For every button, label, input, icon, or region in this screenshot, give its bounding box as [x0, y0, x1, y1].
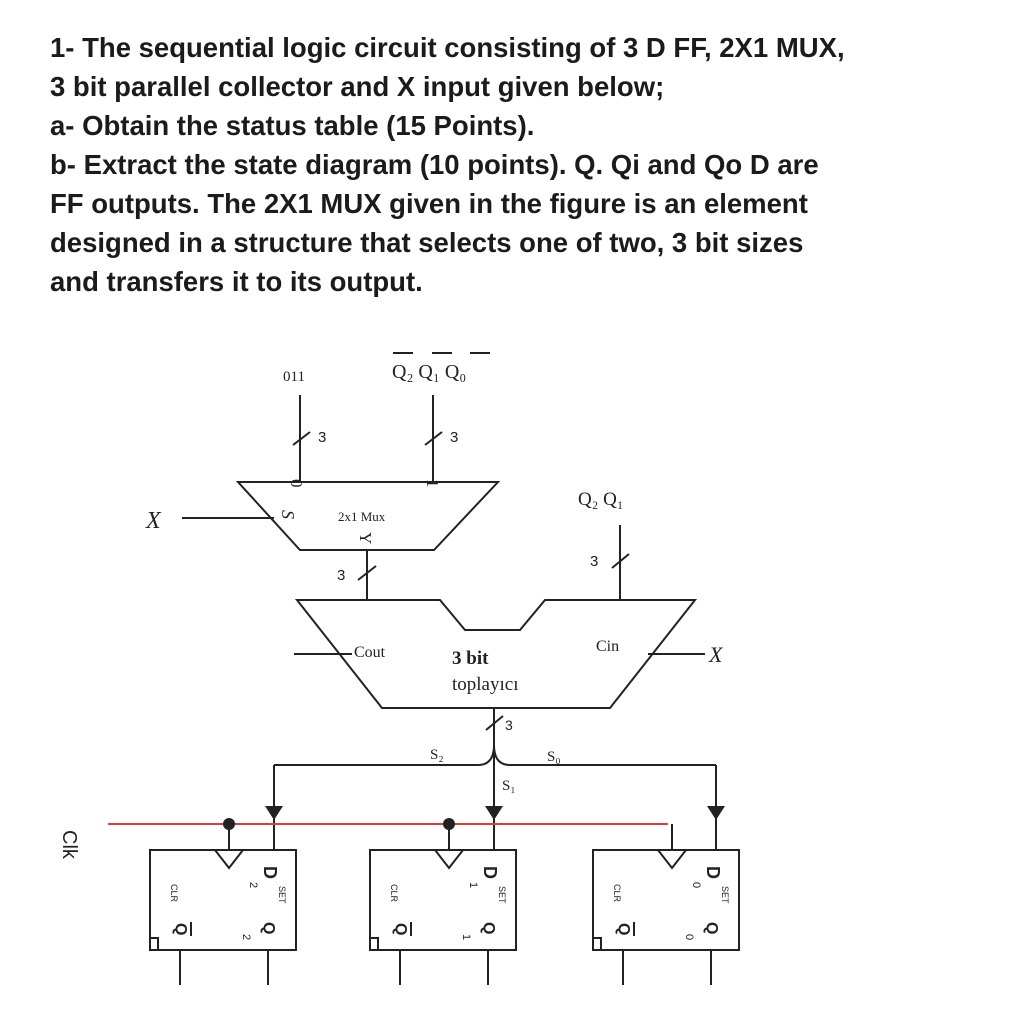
mux-output-bus-mark: [357, 565, 377, 581]
adder-block: [294, 599, 698, 709]
flipflop-2-q-label: Q: [260, 922, 277, 934]
flipflop-0: [592, 849, 740, 951]
flipflop-1-clr-label: CLR: [389, 884, 399, 903]
mux-name-label: 2x1 Mux: [338, 509, 386, 524]
clock-label: Clk: [58, 830, 80, 860]
mux-select-pin-label: S: [278, 510, 298, 519]
flipflop-1-qbar-label: Q: [392, 923, 409, 935]
flipflop-0-d-label: D: [703, 866, 723, 879]
adder-b-bus-mark: [611, 553, 630, 569]
flipflop-2-d-label: D: [260, 866, 280, 879]
adder-output-width: 3: [505, 717, 513, 733]
flipflop-0-labels: D 0 SET Q 0 CLR Q: [612, 866, 730, 940]
flipflop-0-clock-triangle: [657, 849, 687, 870]
flipflop-0-q-sub: 0: [683, 934, 695, 940]
question-line: designed in a structure that selects one…: [50, 227, 804, 258]
mux-output-width: 3: [337, 567, 345, 584]
flipflop-2-d-arrow: [265, 806, 283, 820]
flipflop-2-corner-wire: [150, 937, 159, 950]
mux-pin1-label: 1: [423, 479, 442, 488]
question-line: and transfers it to its output.: [50, 266, 423, 297]
question-line: b- Extract the state diagram (10 points)…: [50, 149, 819, 180]
flipflop-1-d-arrow: [485, 806, 503, 820]
flipflop-0-clr-label: CLR: [612, 884, 622, 903]
mux-pin0-label: 0: [287, 479, 306, 488]
adder-s1-label: S₁: [502, 778, 516, 794]
question-line: a- Obtain the status table (15 Points).: [50, 110, 535, 141]
flipflop-2-d-sub: 2: [247, 882, 259, 888]
adder-s2-label: S₂: [430, 747, 444, 763]
mux-input0-value: 011: [283, 369, 305, 385]
flipflop-2-set-label: SET: [277, 886, 287, 904]
mux-input1-bus-mark: [424, 431, 443, 446]
flipflop-1-d-label: D: [480, 866, 500, 879]
flipflop-1: [369, 849, 517, 951]
clock-junction-dot: [443, 818, 455, 830]
flipflop-0-set-label: SET: [720, 886, 730, 904]
flipflop-2-labels: D 2 SET Q 2 CLR Q: [169, 866, 287, 940]
clock-junction-dot: [223, 818, 235, 830]
question-line: FF outputs. The 2X1 MUX given in the fig…: [50, 188, 808, 219]
adder-output-bus-mark: [485, 715, 504, 731]
mux-input0-bus-mark: [292, 431, 311, 446]
mux-block: [235, 481, 501, 551]
flipflop-0-qbar-label: Q: [615, 923, 632, 935]
flipflop-2-qbar-label: Q: [172, 923, 189, 935]
flipflop-0-corner-wire: [593, 937, 602, 950]
mux-input1-label: Q₂ Q₁ Q₀: [392, 361, 466, 383]
question-text: 1- The sequential logic circuit consisti…: [50, 28, 1000, 301]
question-line: 3 bit parallel collector and X input giv…: [50, 71, 665, 102]
mux-input0-width: 3: [318, 429, 326, 446]
adder-title-line1: 3 bit: [452, 648, 489, 669]
flipflop-0-d-arrow: [707, 806, 725, 820]
flipflop-1-clock-triangle: [434, 849, 464, 870]
question-line: 1- The sequential logic circuit consisti…: [50, 32, 845, 63]
flipflop-2: [149, 849, 297, 951]
adder-cout-label: Cout: [354, 644, 386, 661]
flipflop-0-q-label: Q: [703, 922, 720, 934]
flipflop-1-labels: D 1 SET Q 1 CLR Q: [389, 866, 507, 940]
flipflop-0-d-sub: 0: [690, 882, 702, 888]
adder-s0-label: S₀: [547, 749, 561, 765]
flipflop-1-corner-wire: [370, 937, 379, 950]
adder-cin-label: Cin: [596, 638, 619, 655]
flipflop-2-clr-label: CLR: [169, 884, 179, 903]
mux-output-pin-label: Y: [356, 532, 375, 544]
adder-carry-input-label: X: [708, 642, 724, 667]
adder-title-line2: toplayıcı: [452, 674, 518, 695]
flipflop-2-clock-triangle: [214, 849, 244, 870]
flipflop-2-q-sub: 2: [240, 934, 252, 940]
mux-select-input-label: X: [145, 508, 162, 534]
mux-input1-width: 3: [450, 429, 458, 446]
flipflop-1-d-sub: 1: [467, 882, 479, 888]
adder-b-input-label: Q₂ Q₁: [578, 489, 623, 510]
flipflop-1-set-label: SET: [497, 886, 507, 904]
adder-b-width: 3: [590, 553, 598, 570]
flipflop-1-q-label: Q: [480, 922, 497, 934]
flipflop-1-q-sub: 1: [460, 934, 472, 940]
